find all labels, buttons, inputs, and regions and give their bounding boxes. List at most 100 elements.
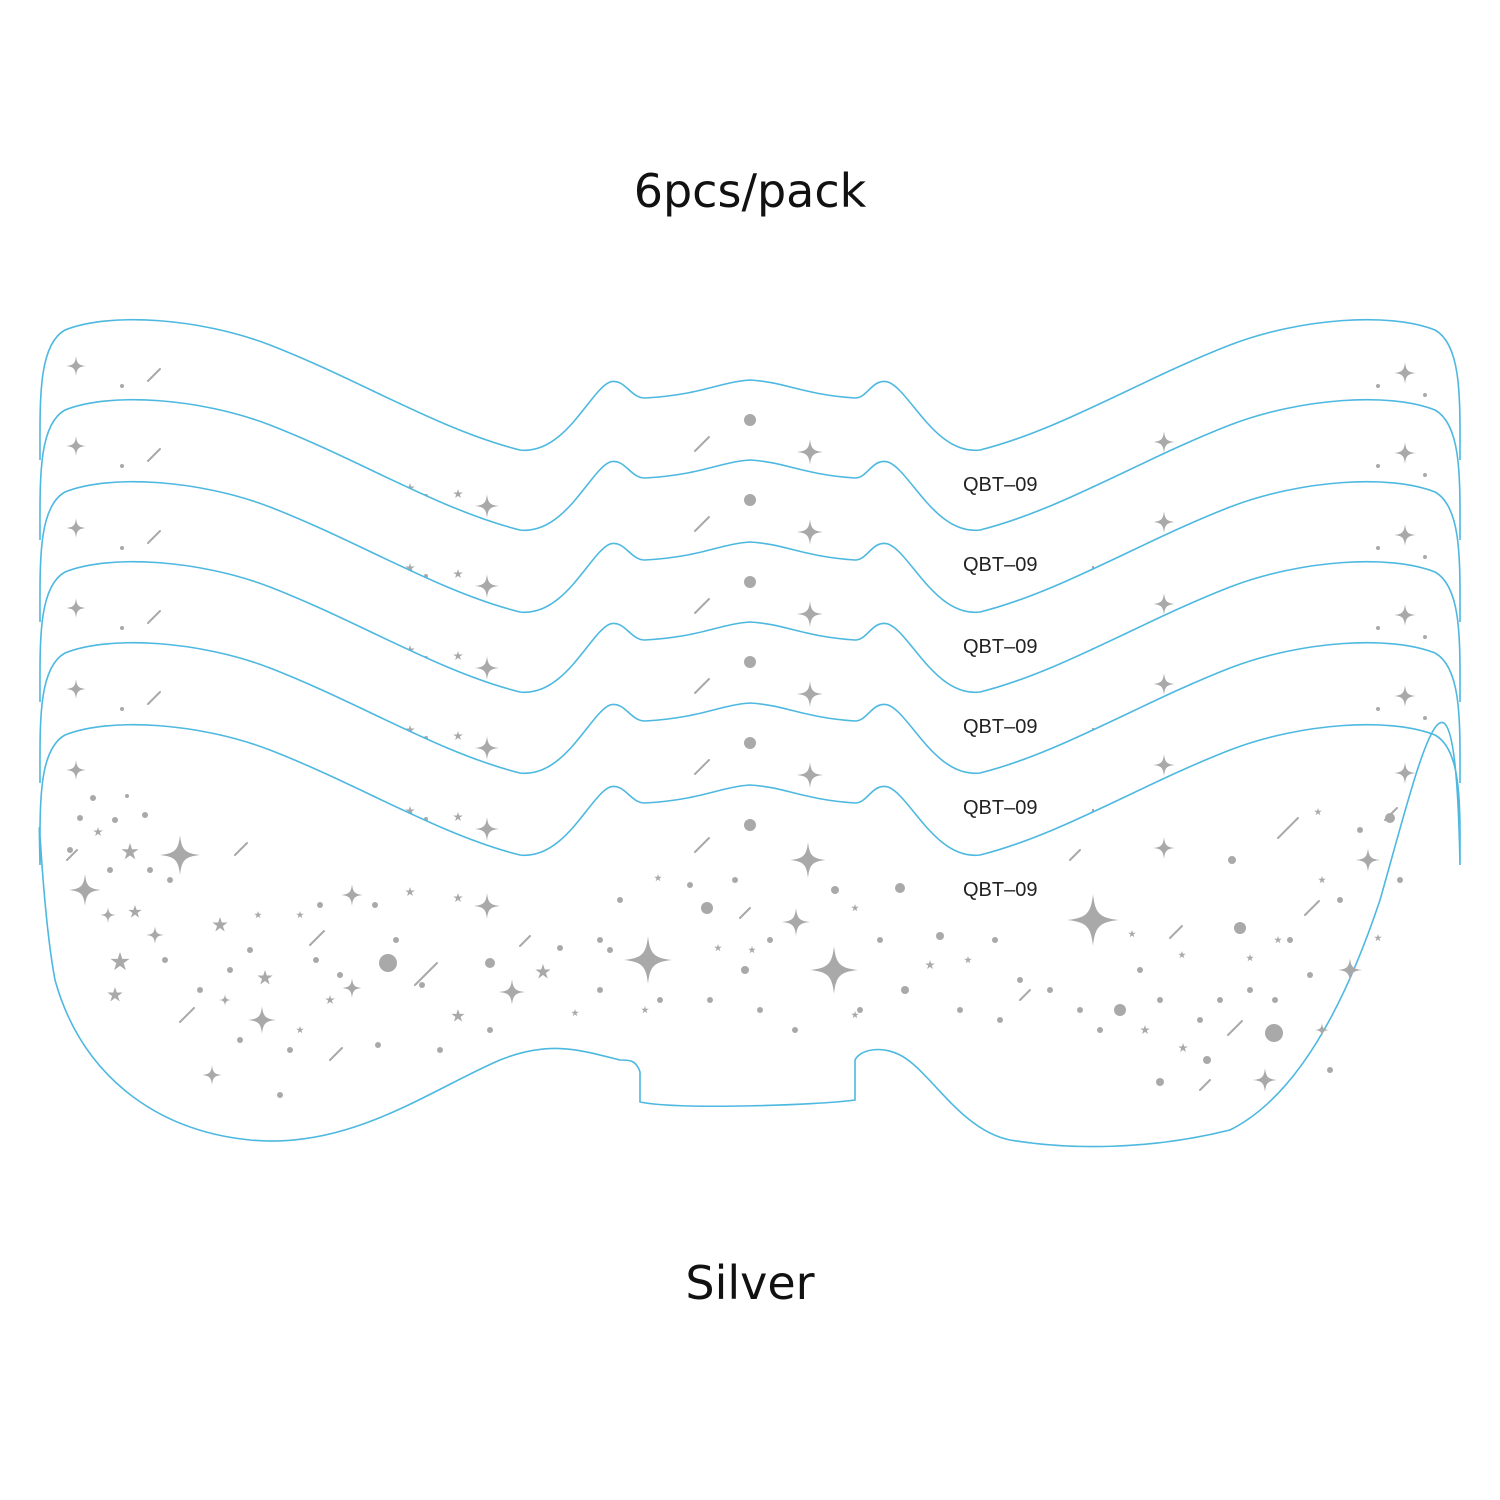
- dot-mark: [1247, 987, 1253, 993]
- sparkle-icon: [475, 574, 499, 598]
- dot-mark: [147, 867, 153, 873]
- dot-mark: [1376, 464, 1380, 468]
- dot-mark: [831, 886, 839, 894]
- dot-mark: [741, 966, 749, 974]
- dot-mark: [744, 494, 756, 506]
- dot-mark: [337, 972, 343, 978]
- dot-mark: [607, 947, 613, 953]
- dot-mark: [992, 937, 998, 943]
- mask-outline: [39, 398, 1461, 541]
- dot-mark: [957, 1007, 963, 1013]
- dot-mark: [1217, 997, 1223, 1003]
- dot-mark: [167, 877, 173, 883]
- dot-mark: [487, 1027, 493, 1033]
- streak-mark: [1384, 807, 1398, 821]
- streak-mark: [66, 849, 78, 861]
- dot-mark: [617, 897, 623, 903]
- streak-mark: [1227, 1020, 1243, 1036]
- dot-mark: [1423, 635, 1427, 639]
- streak-mark: [694, 598, 710, 614]
- dot-mark: [393, 937, 399, 943]
- dot-mark: [557, 945, 563, 951]
- dot-mark: [767, 937, 773, 943]
- mask-outline: [39, 480, 1461, 623]
- mask-code-label: QBT–09: [963, 636, 1037, 658]
- dot-mark: [877, 937, 883, 943]
- dot-mark: [1077, 1007, 1083, 1013]
- streak-mark: [694, 759, 710, 775]
- streak-mark: [519, 935, 531, 947]
- dot-mark: [1137, 967, 1143, 973]
- dot-mark: [744, 737, 756, 749]
- dot-mark: [237, 1037, 243, 1043]
- mask-code-label: QBT–09: [963, 879, 1037, 901]
- streak-mark: [147, 530, 161, 544]
- dot-mark: [1272, 997, 1278, 1003]
- dot-mark: [732, 877, 738, 883]
- dot-mark: [77, 815, 83, 821]
- streak-mark: [1304, 900, 1320, 916]
- dot-mark: [1376, 384, 1380, 388]
- dot-mark: [419, 982, 425, 988]
- mask-code-label: QBT–09: [963, 797, 1037, 819]
- streak-mark: [739, 907, 751, 919]
- dot-mark: [1234, 922, 1246, 934]
- dot-mark: [657, 997, 663, 1003]
- pack-quantity-label: 6pcs/pack: [633, 164, 867, 218]
- streak-mark: [1019, 989, 1031, 1001]
- dot-mark: [197, 987, 203, 993]
- dot-mark: [227, 967, 233, 973]
- streak-mark: [694, 436, 710, 452]
- streak-mark: [694, 837, 710, 853]
- streak-mark: [329, 1047, 343, 1061]
- dot-mark: [687, 882, 693, 888]
- dot-mark: [1327, 1067, 1333, 1073]
- dot-mark: [313, 957, 319, 963]
- dot-mark: [1017, 977, 1023, 983]
- streak-mark: [1169, 925, 1183, 939]
- dot-mark: [901, 986, 909, 994]
- dot-mark: [1397, 877, 1403, 883]
- streak-mark: [1199, 1079, 1211, 1091]
- sparkle-icon: [475, 494, 499, 518]
- dot-mark: [437, 1047, 443, 1053]
- dot-mark: [125, 794, 129, 798]
- mask-strip: QBT–09: [39, 641, 1461, 841]
- dot-mark: [1376, 707, 1380, 711]
- streak-mark: [179, 1007, 195, 1023]
- dot-mark: [895, 883, 905, 893]
- dot-mark: [277, 1092, 283, 1098]
- streak-mark: [1277, 817, 1299, 839]
- dot-mark: [120, 464, 124, 468]
- dot-mark: [792, 1027, 798, 1033]
- sparkle-icon: [475, 817, 499, 841]
- dot-mark: [744, 819, 756, 831]
- dot-mark: [744, 414, 756, 426]
- streak-mark: [694, 516, 710, 532]
- mask-strip: QBT–09: [39, 398, 1461, 598]
- dot-mark: [120, 546, 124, 550]
- front-mask-group: QBT–09: [38, 721, 1461, 1148]
- dot-mark: [485, 958, 495, 968]
- mask-code-label: QBT–09: [963, 716, 1037, 738]
- mask-outline: [39, 641, 1461, 784]
- dot-mark: [1265, 1024, 1283, 1042]
- streak-mark: [147, 610, 161, 624]
- dot-mark: [317, 902, 323, 908]
- dot-mark: [997, 1017, 1003, 1023]
- mask-outline: [39, 560, 1461, 703]
- dot-mark: [707, 997, 713, 1003]
- streak-mark: [414, 962, 438, 986]
- dot-mark: [1357, 827, 1363, 833]
- dot-mark: [67, 847, 73, 853]
- mask-code-label: QBT–09: [963, 554, 1037, 576]
- star-icon: [453, 489, 463, 499]
- dot-mark: [1337, 897, 1343, 903]
- dot-mark: [1114, 1004, 1126, 1016]
- dot-mark: [90, 795, 96, 801]
- dot-mark: [372, 902, 378, 908]
- mask-code-label: QBT–09: [963, 474, 1037, 496]
- dot-mark: [936, 932, 944, 940]
